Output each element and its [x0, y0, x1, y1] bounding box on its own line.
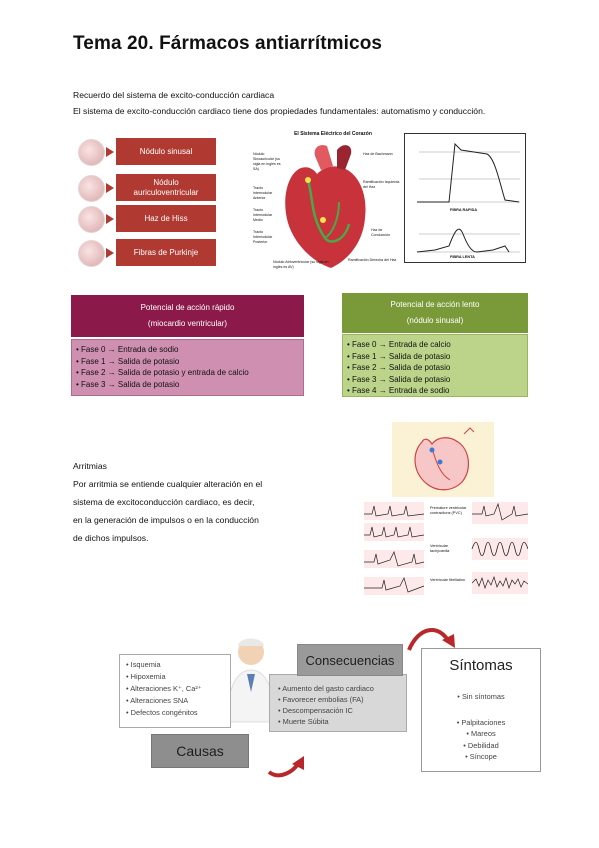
sintoma-item: • Sin síntomas	[457, 692, 505, 701]
ecg-label: Ventricular tachycardia	[430, 544, 450, 553]
lento-subtitle: (nódulo sinusal)	[406, 316, 464, 325]
heart-thumbnail-icon	[78, 240, 105, 267]
causa-item: • Defectos congénitos	[126, 708, 198, 717]
heart-label: Ramificación Derecha del Haz	[348, 258, 397, 262]
causa-item: • Alteraciones SNA	[126, 696, 189, 705]
fast-fiber-label: FIBRA RAPIDA	[450, 208, 478, 212]
rapido-body: • Fase 0 → Entrada de sodio • Fase 1 → S…	[71, 339, 304, 396]
sintoma-item: • Mareos	[466, 729, 496, 738]
action-potential-curves	[416, 142, 520, 253]
sintomas-label: Síntomas	[449, 657, 513, 674]
heart-illustration	[285, 145, 366, 268]
heart-thumbnail-icon	[78, 175, 105, 202]
arritmias-line: de dichos impulsos.	[73, 533, 149, 543]
flow-arrows	[226, 628, 455, 778]
sintoma-item: • Síncope	[465, 752, 497, 761]
lento-title: Potencial de acción lento	[390, 300, 480, 309]
causas-list: • Isquemia • Hipoxemia • Alteraciones K⁺…	[119, 654, 231, 728]
rapido-header: Potencial de acción rápido (miocardio ve…	[71, 295, 304, 337]
lento-item: • Fase 1 → Salida de potasio	[347, 351, 451, 361]
arrhythmia-flow-diagram: • Isquemia • Hipoxemia • Alteraciones K⁺…	[109, 622, 549, 780]
sintoma-item: • Palpitaciones	[456, 717, 506, 727]
arritmias-line: sistema de excitoconducción cardiaco, es…	[73, 497, 255, 507]
sintoma-item: • Debilidad	[463, 740, 499, 750]
heart-label: Tracto Internodular Posterior	[253, 230, 273, 244]
consecuencia-item: • Muerte Súbita	[278, 717, 329, 726]
heart-label: Ramificación Izquierda del Haz	[363, 180, 400, 189]
lento-item: • Fase 0 → Entrada de calcio	[347, 340, 451, 349]
step-label: Nódulo auriculoventricular	[116, 174, 216, 201]
step-label: Fibras de Purkinje	[116, 239, 216, 266]
heart-conduction-image	[392, 422, 494, 497]
page-title: Tema 20. Fármacos antiarrítmicos	[73, 33, 383, 54]
rapido-item: • Fase 1 → Salida de potasio	[76, 356, 180, 366]
heart-label: Nódulo Sinoauricular (su sigla en inglés…	[253, 152, 281, 171]
sintomas-box: Síntomas • Sin síntomas • Palpitaciones …	[421, 648, 541, 772]
arritmias-heading: Arritmias	[73, 461, 107, 471]
ecg-waveforms	[364, 502, 529, 595]
step-label: Nódulo sinusal	[116, 138, 216, 165]
lento-item: • Fase 2 → Salida de potasio	[347, 363, 451, 372]
lento-item: • Fase 3 → Salida de potasio	[347, 374, 451, 384]
step-purkinje: Fibras de Purkinje	[72, 237, 217, 268]
step-label: Haz de Hiss	[116, 205, 216, 232]
arritmias-line: en la generación de impulsos o en la con…	[73, 515, 259, 525]
consecuencia-item: • Descompensación IC	[278, 706, 353, 715]
causas-label: Causas	[151, 734, 249, 768]
consecuencia-item: • Favorecer embolias (FA)	[278, 695, 364, 704]
heart-label: Tracto Internodular Anterior	[253, 186, 273, 200]
heart-label: Haz de Conducción	[371, 228, 390, 237]
action-potential-graph: FIBRA RAPIDA FIBRA LENTA	[404, 133, 526, 263]
rapido-title: Potencial de acción rápido	[140, 303, 235, 312]
causa-item: • Alteraciones K⁺, Ca²⁺	[126, 684, 202, 693]
heart-electrical-diagram: El Sistema Eléctrico del Corazón Nódulo …	[253, 128, 401, 274]
recuerdo-heading: Recuerdo del sistema de excito-conducció…	[73, 90, 275, 100]
consecuencias-list: • Aumento del gasto cardiaco • Favorecer…	[269, 674, 407, 732]
lento-body: • Fase 0 → Entrada de calcio • Fase 1 → …	[342, 334, 528, 397]
heart-thumbnail-icon	[78, 139, 105, 166]
step-haz-hiss: Haz de Hiss	[72, 203, 217, 234]
recuerdo-text: El sistema de excito-conducción cardiaco…	[73, 106, 486, 116]
rapido-subtitle: (miocardio ventricular)	[147, 319, 228, 328]
causa-item: • Hipoxemia	[126, 672, 166, 681]
rapido-item: • Fase 0 → Entrada de sodio	[76, 345, 179, 354]
step-nodulo-sinusal: Nódulo sinusal	[72, 136, 217, 167]
heart-outline-illustration	[414, 427, 475, 491]
consecuencia-item: • Aumento del gasto cardiaco	[278, 684, 374, 693]
ecg-label: Ventricular fibrillation	[430, 578, 466, 582]
consecuencias-label: Consecuencias	[297, 644, 403, 676]
heart-thumbnail-icon	[78, 206, 105, 233]
causa-item: • Isquemia	[126, 660, 161, 669]
step-nodulo-av: Nódulo auriculoventricular	[72, 172, 217, 203]
heart-label: Haz de Bachmann	[363, 152, 393, 156]
ecg-strips: Premature ventricular contractions (PVC)…	[342, 500, 529, 598]
lento-item: • Fase 4 → Entrada de sodio	[347, 386, 450, 395]
heart-label: Nódulo Atrioventricular (su sigla en ing…	[273, 260, 329, 269]
rapido-item: • Fase 2 → Salida de potasio y entrada d…	[76, 368, 249, 377]
lento-header: Potencial de acción lento (nódulo sinusa…	[342, 293, 528, 333]
heart-label: Tracto Internodular Medio	[253, 208, 273, 222]
arritmias-line: Por arritmia se entiende cualquier alter…	[73, 479, 263, 489]
heart-diagram-title: El Sistema Eléctrico del Corazón	[294, 131, 372, 137]
slow-fiber-label: FIBRA LENTA	[450, 255, 475, 259]
ecg-label: Premature ventricular contractions (PVC)	[430, 506, 467, 515]
rapido-item: • Fase 3 → Salida de potasio	[76, 379, 180, 389]
